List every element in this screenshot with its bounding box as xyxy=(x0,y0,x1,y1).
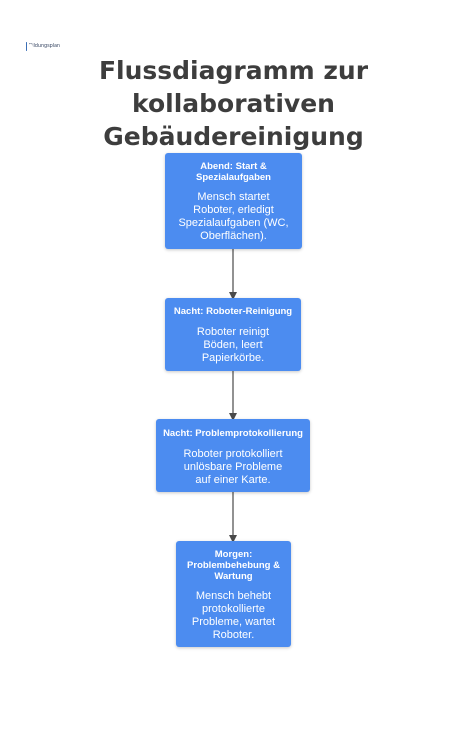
flow-step-body: Roboter reinigt Böden, leert Papierkörbe… xyxy=(196,326,270,364)
flow-step-morning: Morgen: Problembehebung & Wartung Mensch… xyxy=(176,541,291,647)
flow-step-body: Roboter protokolliert unlösbare Probleme… xyxy=(183,448,283,486)
title-line-1: Flussdiagramm zur kollaborativen xyxy=(98,56,369,118)
flow-step-title: Nacht: Problemprotokollierung xyxy=(163,428,303,439)
flow-step-night-cleaning: Nacht: Roboter-Reinigung Roboter reinigt… xyxy=(165,298,301,371)
logo-text: Bildungsplan xyxy=(28,43,60,49)
flow-step-title: Nacht: Roboter-Reinigung xyxy=(173,306,293,317)
logo: Bildungsplan xyxy=(26,40,60,52)
flow-step-title: Abend: Start & Spezialaufgaben xyxy=(196,161,271,183)
page-title: Flussdiagramm zur kollaborativen Gebäude… xyxy=(0,54,467,153)
flow-step-evening: Abend: Start & Spezialaufgaben Mensch st… xyxy=(165,153,302,249)
flow-step-body: Mensch startet Roboter, erledigt Spezial… xyxy=(178,191,289,242)
flow-step-body: Mensch behebt protokollierte Probleme, w… xyxy=(191,590,276,641)
flow-step-night-logging: Nacht: Problemprotokollierung Roboter pr… xyxy=(156,419,310,492)
title-line-2: Gebäudereinigung xyxy=(103,122,364,151)
flow-step-title: Morgen: Problembehebung & Wartung xyxy=(187,549,280,582)
logo-icon xyxy=(26,41,33,51)
